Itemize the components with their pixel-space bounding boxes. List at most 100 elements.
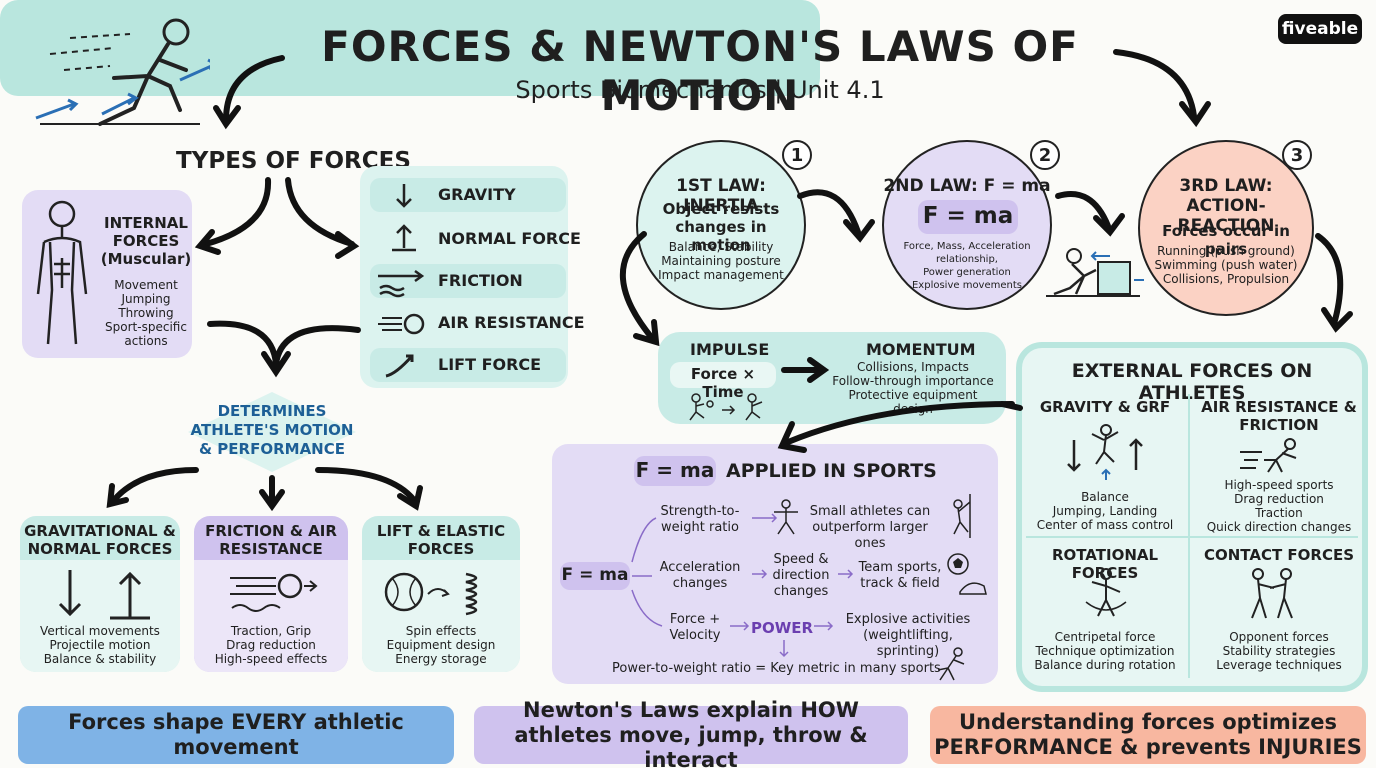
quad-title: AIR RESISTANCE & FRICTION — [1201, 398, 1357, 434]
category-items: Spin effects Equipment design Energy sto… — [362, 624, 520, 666]
sports-ball-shoe-icon — [947, 553, 987, 595]
list-item: Maintaining posture — [661, 254, 781, 268]
quad-items: Centripetal force Technique optimization… — [1030, 630, 1180, 672]
gravity-label: GRAVITY — [438, 185, 516, 204]
law3-subtitle: Forces occur in pairs — [1162, 222, 1290, 258]
list-item: Traction, Grip — [230, 624, 312, 638]
wind-waves-icon — [230, 573, 318, 612]
internal-forces-list: Movement Jumping Throwing Sport-specific… — [100, 278, 192, 348]
law1-items: Balance, Stability Maintaining posture I… — [646, 240, 796, 282]
summary-forces: Forces shape EVERY athletic movement — [18, 706, 454, 764]
fma-row2-b: Team sports, track & field — [858, 560, 942, 591]
fma-footer: Power-to-weight ratio = Key metric in ma… — [612, 661, 941, 676]
climber-icon — [953, 494, 971, 538]
fma-badge: F = ma — [635, 458, 715, 482]
fma-connector-arrows — [631, 513, 854, 658]
summary-newton: Newton's Laws explain HOW athletes move,… — [474, 698, 908, 768]
momentum-title: MOMENTUM — [866, 340, 976, 359]
friction-row — [370, 264, 566, 298]
list-item: Swimming (push water) — [1154, 258, 1298, 272]
determines-label: DETERMINES ATHLETE'S MOTION & PERFORMANC… — [190, 402, 354, 458]
external-forces-title: EXTERNAL FORCES ON ATHLETES — [1071, 360, 1313, 404]
determines-diamond — [188, 392, 356, 472]
gravity-icon — [396, 184, 412, 208]
list-item: High-speed effects — [214, 652, 328, 666]
list-item: Balance during rotation — [1034, 658, 1176, 672]
force-type-icons — [378, 184, 425, 378]
list-item: Impact management — [658, 268, 784, 282]
quad-title: GRAVITY & GRF — [1039, 398, 1171, 416]
thrower-rotation-icon — [1085, 568, 1127, 617]
pushing-box-icon — [1046, 248, 1144, 297]
impulse-formula: Force × Time — [690, 365, 756, 401]
ball-spring-icon — [384, 572, 478, 616]
quad-items: Opponent forces Stability strategies Lev… — [1196, 630, 1362, 672]
law3-circle — [1138, 140, 1314, 316]
normal-force-icon — [392, 224, 416, 252]
quad-items: High-speed sports Drag reduction Tractio… — [1196, 478, 1362, 534]
wrestlers-icon — [1251, 568, 1293, 619]
category-items: Vertical movements Projectile motion Bal… — [20, 624, 180, 666]
list-item: Follow-through importance — [832, 374, 994, 388]
list-item: Technique optimization — [1035, 644, 1175, 658]
runner-icon — [35, 18, 210, 126]
normal-force-label: NORMAL FORCE — [438, 229, 581, 248]
list-item: Sport-specific actions — [105, 320, 187, 348]
law2-formula: F = ma — [922, 203, 1014, 229]
friction-icon — [378, 269, 425, 298]
list-item: Force, Mass, Acceleration relationship, — [903, 241, 1031, 265]
list-item: High-speed sports — [1224, 478, 1334, 492]
list-item: Projectile motion — [49, 638, 151, 652]
list-item: Throwing — [118, 306, 174, 320]
fma-row1-a: Strength-to-weight ratio — [660, 504, 740, 535]
list-item: Vertical movements — [40, 624, 160, 638]
law2-items: Force, Mass, Acceleration relationship, … — [892, 240, 1042, 292]
ball-kick-icon — [689, 393, 763, 421]
list-item: Opponent forces — [1229, 630, 1329, 644]
card-body — [20, 560, 180, 672]
list-item: Centripetal force — [1054, 630, 1156, 644]
law3-title: 3RD LAW: ACTION-REACTION — [1177, 176, 1275, 236]
list-item: Leverage techniques — [1216, 658, 1342, 672]
list-item: Quick direction changes — [1206, 520, 1352, 534]
fma-badge-pill — [634, 456, 716, 486]
category-items: Traction, Grip Drag reduction High-speed… — [194, 624, 348, 666]
law1-number: 1 — [782, 140, 812, 170]
brand-logo[interactable]: fiveable — [1278, 14, 1362, 44]
law3-number: 3 — [1282, 140, 1312, 170]
title-banner — [0, 0, 820, 96]
list-item: Equipment design — [386, 638, 496, 652]
jumper-grf-icon — [1067, 424, 1143, 480]
air-resistance-label: AIR RESISTANCE — [438, 313, 585, 332]
list-item: Traction — [1255, 506, 1303, 520]
list-item: Energy storage — [395, 652, 487, 666]
list-item: Stability strategies — [1222, 644, 1336, 658]
up-down-arrows-icon — [58, 570, 150, 620]
sprinter-icon — [937, 647, 965, 681]
fma-applied-title: APPLIED IN SPORTS — [726, 460, 937, 482]
list-item: Center of mass control — [1036, 518, 1174, 532]
fma-root-pill — [560, 562, 630, 590]
lift-force-icon — [385, 354, 414, 378]
fma-row3-mid: POWER — [750, 619, 814, 637]
law3-items: Running (push ground) Swimming (push wat… — [1150, 244, 1302, 286]
law1-circle — [636, 140, 806, 310]
page-title: FORCES & NEWTON'S LAWS OF MOTION — [321, 22, 1079, 120]
fma-row1-b: Small athletes can outperform larger one… — [809, 504, 931, 551]
list-item: Movement — [114, 278, 178, 292]
fma-row2-a: Acceleration changes — [659, 560, 741, 591]
summary-performance: Understanding forces optimizes PERFORMAN… — [930, 706, 1366, 764]
page-subtitle: Sports Biomechanics | Unit 4.1 — [515, 76, 885, 104]
list-item: Balance — [1081, 490, 1129, 504]
list-item: Jumping, Landing — [1052, 504, 1158, 518]
law1-title: 1ST LAW: INERTIA — [676, 176, 766, 216]
list-item: Collisions, Propulsion — [1162, 272, 1290, 286]
category-title: GRAVITATIONAL & NORMAL FORCES — [24, 522, 176, 558]
fma-row3-b: Explosive activities (weightlifting, spr… — [845, 612, 971, 659]
fma-root: F = ma — [561, 565, 629, 585]
list-item: Drag reduction — [1234, 492, 1324, 506]
impulse-formula-pill — [670, 362, 776, 388]
internal-forces-title: INTERNAL FORCES (Muscular) — [100, 214, 192, 268]
muscle-body-icon — [36, 200, 88, 345]
list-item: Power generation — [923, 267, 1011, 278]
